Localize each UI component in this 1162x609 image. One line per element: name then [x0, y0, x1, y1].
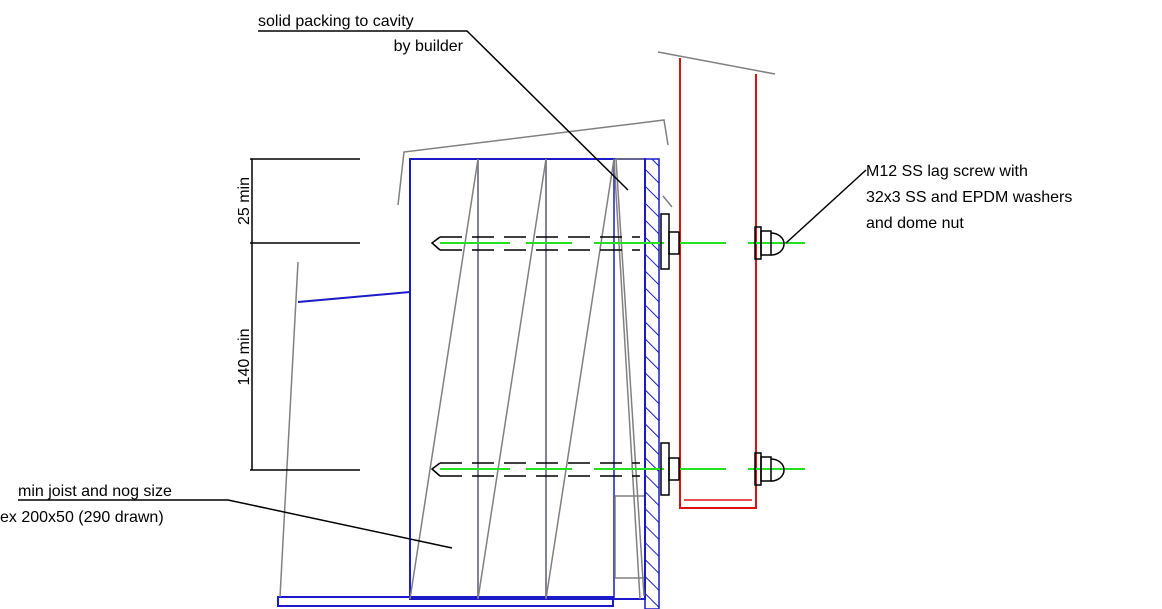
- gray-top-outline: [397, 119, 669, 206]
- cavity-packing-hatch: [644, 158, 660, 609]
- dimension-lines: [250, 158, 360, 471]
- steel-channel: [679, 58, 757, 509]
- joist-leader-line: [18, 499, 453, 549]
- dimension-25-min: 25 min: [236, 177, 253, 225]
- upper-lag-screw: [430, 213, 805, 270]
- lower-lag-screw: [430, 442, 805, 496]
- gray-zigzag: [409, 158, 641, 600]
- joist-label-line1: min joist and nog size: [18, 483, 172, 500]
- joist-label-line2: ex 200x50 (290 drawn): [0, 509, 164, 526]
- gray-steel-top-line: [657, 51, 776, 75]
- gray-left-slant: [279, 261, 299, 598]
- screw-label-line1: M12 SS lag screw with: [866, 163, 1028, 180]
- timber-nog-line: [297, 291, 411, 303]
- screw-leader-line: [785, 169, 867, 244]
- packing-label-line2: by builder: [394, 38, 464, 55]
- timber-joist-outline: [409, 158, 646, 600]
- gray-short-tick: [662, 195, 673, 208]
- dimension-140-min: 140 min: [236, 329, 253, 386]
- screw-label-line3: and dome nut: [866, 215, 964, 232]
- gray-diagonal-2: [615, 158, 645, 597]
- timber-bottom-plate: [277, 596, 614, 607]
- screw-label-line2: 32x3 SS and EPDM washers: [866, 189, 1072, 206]
- packing-label-line1: solid packing to cavity: [258, 13, 414, 30]
- packing-leader-line: [258, 30, 629, 191]
